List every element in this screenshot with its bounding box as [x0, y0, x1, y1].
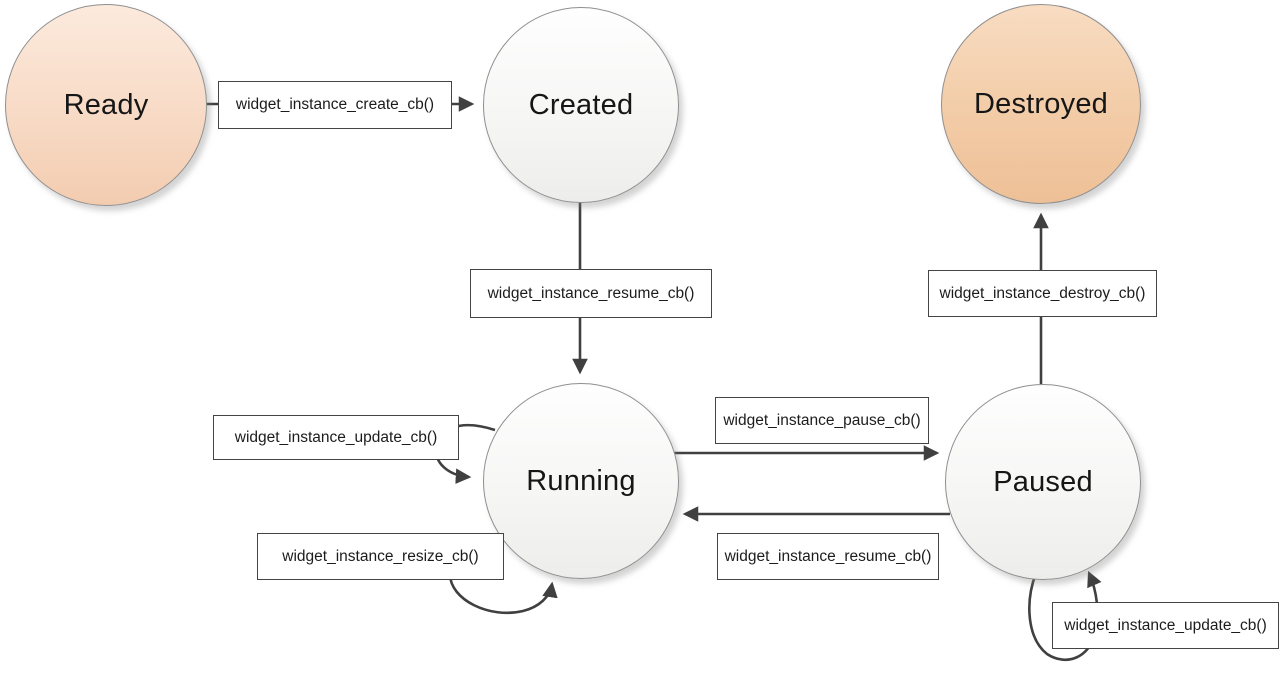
transition-label-resume-bottom-text: widget_instance_resume_cb() [724, 547, 932, 565]
transition-label-update-paused-text: widget_instance_update_cb() [1064, 616, 1267, 634]
transition-label-destroy-text: widget_instance_destroy_cb() [939, 284, 1146, 302]
transition-label-resume-top: widget_instance_resume_cb() [470, 269, 712, 318]
transition-label-update-running-text: widget_instance_update_cb() [234, 428, 438, 446]
transition-label-update-running: widget_instance_update_cb() [213, 415, 459, 460]
state-destroyed: Destroyed [941, 4, 1141, 204]
transition-label-resume-bottom: widget_instance_resume_cb() [717, 533, 939, 580]
transition-label-resize-running-text: widget_instance_resize_cb() [282, 547, 479, 565]
state-created-label: Created [528, 88, 634, 121]
transition-label-pause: widget_instance_pause_cb() [715, 397, 929, 444]
transition-label-resize-running: widget_instance_resize_cb() [257, 533, 504, 580]
transition-label-destroy: widget_instance_destroy_cb() [928, 270, 1157, 317]
transition-label-resume-top-text: widget_instance_resume_cb() [487, 284, 695, 302]
state-ready: Ready [5, 4, 207, 206]
transition-label-create-text: widget_instance_create_cb() [235, 96, 435, 113]
state-running-label: Running [526, 464, 636, 497]
state-paused: Paused [945, 384, 1141, 580]
state-ready-label: Ready [63, 88, 149, 121]
transition-label-create: widget_instance_create_cb() [218, 81, 452, 129]
state-running: Running [483, 383, 679, 579]
state-created: Created [483, 7, 679, 203]
state-destroyed-label: Destroyed [974, 87, 1108, 120]
transition-label-update-paused: widget_instance_update_cb() [1052, 602, 1279, 649]
state-paused-label: Paused [993, 465, 1093, 498]
transition-label-pause-text: widget_instance_pause_cb() [723, 411, 921, 429]
